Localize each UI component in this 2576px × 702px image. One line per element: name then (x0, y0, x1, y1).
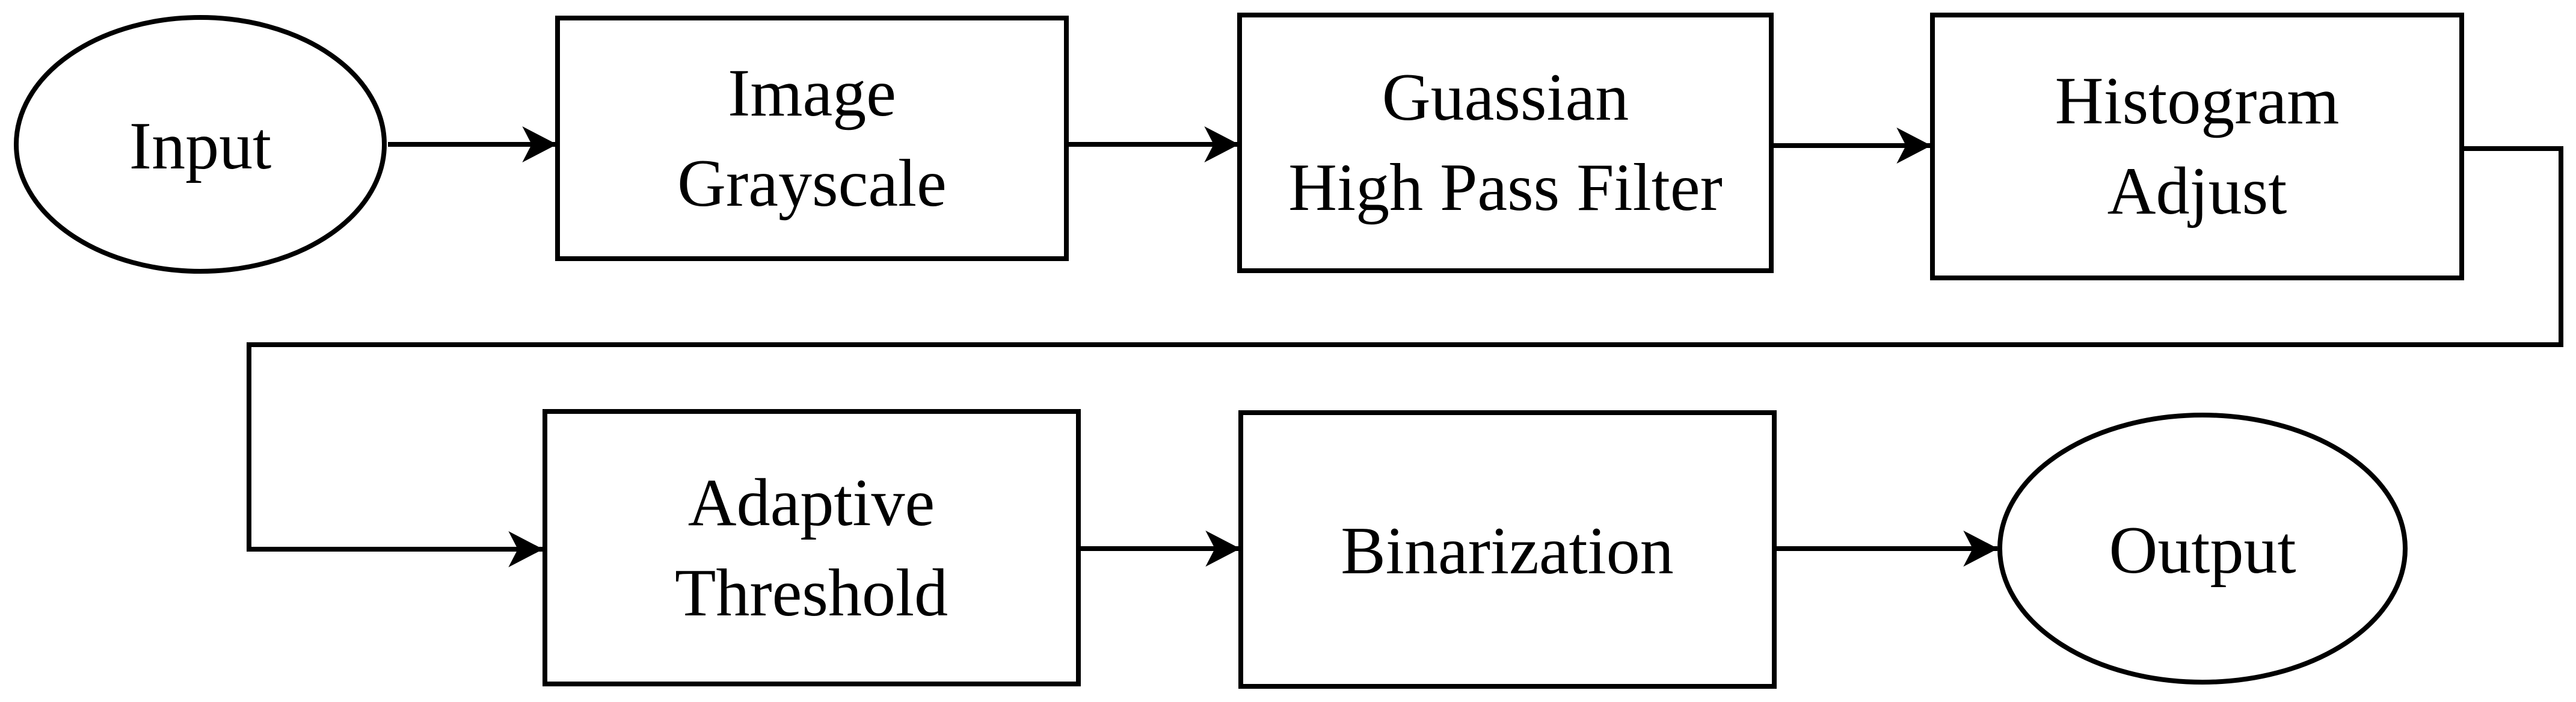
node-image-grayscale-box (555, 16, 1069, 261)
node-histogram-adjust-label-line1: Histogram (2055, 64, 2340, 138)
node-adaptive-threshold-box (543, 409, 1081, 686)
node-adaptive-threshold-label-line2: Threshold (675, 556, 948, 630)
node-binarization-label: Binarization (1341, 514, 1674, 588)
node-input-label: Input (129, 109, 271, 183)
node-gaussian-label-line1: Guassian (1382, 60, 1629, 135)
node-image-grayscale-label-line1: Image (728, 56, 896, 131)
edge-histogram-adjust-to-adaptive-threshold (247, 146, 2563, 567)
node-input-ellipse (14, 15, 387, 274)
node-output-ellipse (1997, 413, 2408, 685)
node-histogram-adjust-box (1930, 13, 2464, 280)
node-histogram-adjust-label-line2: Adjust (2107, 154, 2287, 229)
node-output-label: Output (2109, 513, 2296, 588)
node-gaussian-high-pass-filter-box (1237, 13, 1774, 273)
node-gaussian-label-line2: High Pass Filter (1288, 150, 1723, 225)
node-adaptive-threshold-label-line1: Adaptive (688, 466, 935, 540)
node-image-grayscale-label-line2: Grayscale (677, 146, 947, 221)
node-binarization-box (1238, 410, 1777, 689)
